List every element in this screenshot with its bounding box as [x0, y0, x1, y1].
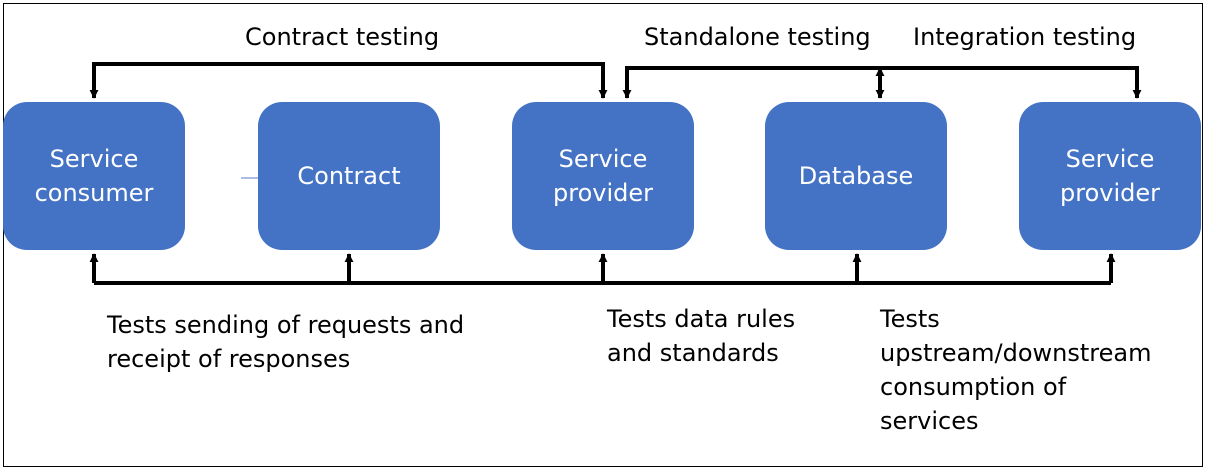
- service-provider-node: Service provider: [512, 102, 694, 250]
- contract-testing-label: Contract testing: [245, 23, 440, 51]
- standalone-testing-label: Standalone testing: [644, 23, 871, 51]
- service-provider-2-label: Service provider: [1060, 145, 1160, 207]
- database-node: Database: [765, 102, 947, 250]
- contract-testing-connector: [89, 62, 608, 99]
- requests-note: Tests sending of requests and receipt of…: [107, 311, 465, 373]
- integration-testing-label: Integration testing: [913, 23, 1137, 51]
- service-consumer-label: Service consumer: [34, 145, 154, 207]
- diagram-frame: [3, 3, 1203, 467]
- upstream-note: Tests upstream/downstream consumption of…: [880, 305, 1152, 435]
- service-consumer-node: Service consumer: [3, 102, 185, 250]
- data-rules-note: Tests data rules and standards: [607, 305, 796, 367]
- contract-node: Contract: [258, 102, 440, 250]
- service-provider-2-node: Service provider: [1019, 102, 1201, 250]
- database-label: Database: [798, 162, 914, 190]
- contract-label: Contract: [297, 162, 401, 190]
- service-provider-label: Service provider: [553, 145, 653, 207]
